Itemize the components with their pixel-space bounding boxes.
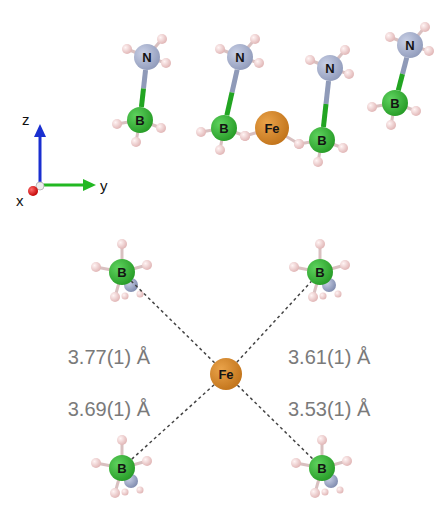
atom-label: N [235,51,244,64]
bond-segment [132,385,214,460]
atom-label: B [317,134,326,147]
atom-label: Fe [218,368,233,381]
distance-label: 3.77(1) Å [68,347,150,367]
bond-segment [232,70,237,93]
nitrogen-atom: N [397,32,423,58]
bond-segment [227,93,232,116]
axis-label: y [100,178,108,193]
atom-label: B [317,462,326,475]
chemical-bond [141,70,145,107]
boron-atom: B [211,115,237,141]
nitrogen-atom: N [317,55,343,81]
atom-label: N [405,39,414,52]
iron-atom: Fe [255,111,289,145]
bond-segment [141,89,143,108]
atom-label: B [219,122,228,135]
iron-atom: Fe [210,358,242,390]
boron-atom: B [309,127,335,153]
bond-segment [398,74,402,90]
distance-label: 3.69(1) Å [68,399,150,419]
nitrogen-atom: N [227,44,253,70]
atom-label: B [117,266,126,279]
axis-label: x [16,193,24,208]
distance-label: 3.53(1) Å [288,399,370,419]
boron-atom: B [307,259,333,285]
boron-atom: B [382,90,408,116]
bond-segment [403,58,407,74]
bond-segment [326,81,329,104]
distance-line [132,385,214,460]
atom-label: N [325,62,334,75]
boron-atom: B [309,455,335,481]
bond-segment [323,104,326,127]
atom-label: N [142,51,151,64]
boron-atom: B [109,455,135,481]
axis-label: z [22,112,30,127]
chemical-bond [398,58,406,91]
chemical-bond [227,70,237,116]
atom-label: B [390,97,399,110]
atom-label: B [315,266,324,279]
atom-label: Fe [264,122,279,135]
distance-line [237,385,312,459]
bond-segment [237,385,312,459]
boron-atom: B [127,107,153,133]
atom-label: B [135,114,144,127]
atom-label: B [117,462,126,475]
nitrogen-atom: N [134,44,160,70]
boron-atom: B [109,259,135,285]
chemical-bond [323,81,328,127]
distance-label: 3.61(1) Å [288,347,370,367]
bond-segment [144,70,146,89]
